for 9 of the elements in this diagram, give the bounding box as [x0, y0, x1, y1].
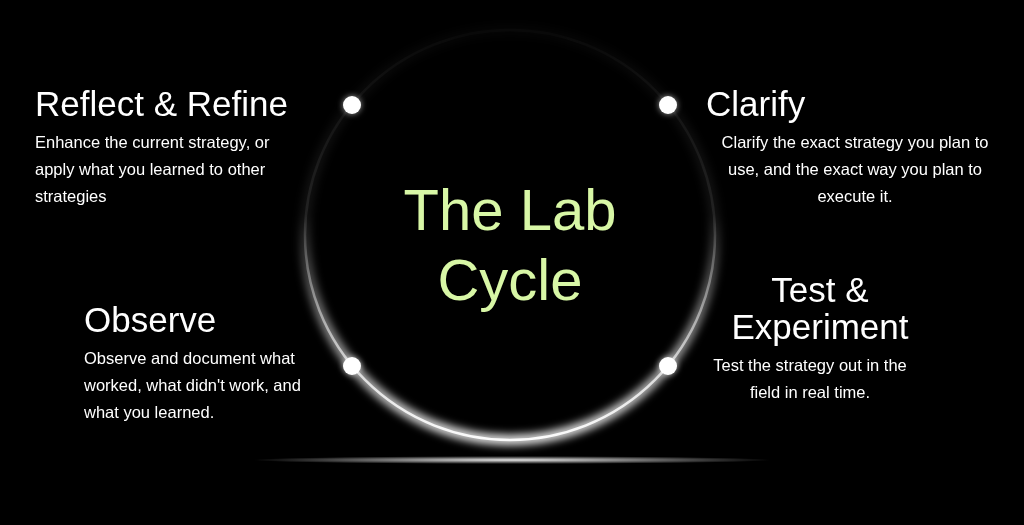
step-heading: Observe [84, 302, 217, 339]
step-description: Enhance the current strategy, or apply what you learned to other strategies [35, 131, 271, 207]
step-heading: Reflect & Refine [35, 86, 288, 123]
step-description: Observe and document what worked, what didn't work, and what you learned. [84, 347, 302, 423]
diagram-title: The Lab Cycle [402, 176, 618, 314]
step-heading: Test & Experiment [730, 272, 910, 346]
step-heading: Clarify [705, 86, 807, 123]
step-description: Clarify the exact strategy you plan to use, and the exact way you plan to execute it. [720, 131, 990, 207]
step-description: Test the strategy out in the field in real time. [712, 354, 908, 403]
